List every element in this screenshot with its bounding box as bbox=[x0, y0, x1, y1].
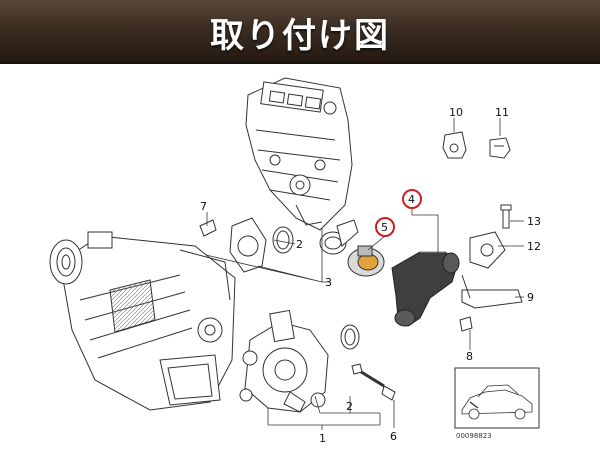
water-pump-drawing bbox=[239, 309, 329, 413]
bolt-6-drawing bbox=[351, 363, 396, 401]
bolt-13-drawing bbox=[500, 204, 512, 229]
callout-2-lower: 2 bbox=[346, 400, 353, 413]
bracket-sensor-drawing bbox=[461, 231, 523, 309]
callout-7: 7 bbox=[200, 200, 207, 213]
callout-3: 3 bbox=[325, 276, 332, 289]
supercharger-drawing bbox=[49, 231, 236, 411]
callout-6: 6 bbox=[390, 430, 397, 443]
flange-gasket-drawing bbox=[229, 217, 294, 273]
callout-5: 5 bbox=[381, 221, 388, 234]
callout-11: 11 bbox=[495, 106, 509, 119]
engine-block-drawing bbox=[245, 77, 353, 231]
bolt-7-drawing bbox=[199, 219, 217, 237]
thermostat-gasket-drawing bbox=[319, 219, 359, 255]
callout-10: 10 bbox=[449, 106, 463, 119]
clip-11-drawing bbox=[489, 137, 511, 159]
page-title: 取り付け図 bbox=[210, 16, 390, 56]
callout-12: 12 bbox=[527, 240, 541, 253]
callout-5-highlight: 5 bbox=[375, 217, 395, 237]
callout-4-highlight: 4 bbox=[402, 189, 422, 209]
bolt-8-drawing bbox=[459, 316, 473, 332]
callout-9: 9 bbox=[527, 291, 534, 304]
o-ring-drawing bbox=[340, 324, 360, 350]
clip-10-drawing bbox=[442, 131, 467, 159]
title-banner: 取り付け図 bbox=[0, 0, 600, 64]
callout-13: 13 bbox=[527, 215, 541, 228]
callout-2-upper: 2 bbox=[296, 238, 303, 251]
reference-code: 00098823 bbox=[456, 432, 492, 440]
callout-1: 1 bbox=[319, 432, 326, 445]
leader-lines bbox=[205, 118, 524, 430]
callout-8: 8 bbox=[466, 350, 473, 363]
car-inset bbox=[454, 367, 540, 429]
thermostat-drawing bbox=[347, 245, 385, 277]
thermostat-housing-drawing bbox=[391, 251, 460, 327]
callout-4: 4 bbox=[408, 193, 415, 206]
